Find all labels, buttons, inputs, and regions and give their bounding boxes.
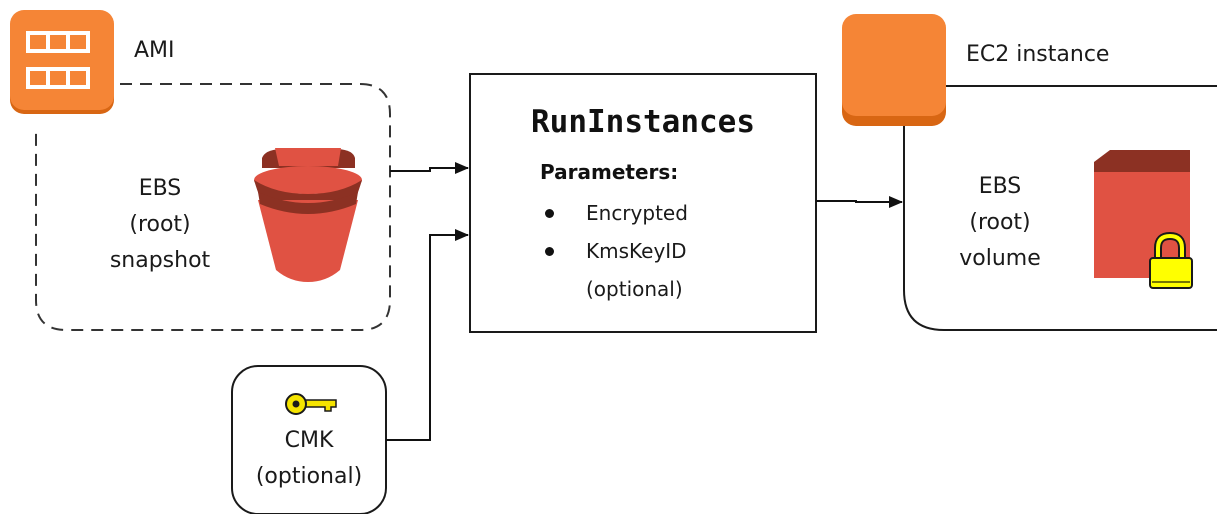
volume-line-1: EBS — [978, 174, 1022, 199]
cmk-line-2: (optional) — [255, 464, 363, 489]
connector-cmk-to-run — [386, 229, 469, 441]
volume-line-2: (root) — [969, 210, 1031, 235]
param-optional: (optional) — [586, 277, 683, 301]
run-instances-box — [469, 73, 817, 333]
snapshot-line-1: EBS — [138, 176, 182, 201]
ami-container — [35, 83, 391, 331]
ebs-snapshot-bucket-icon — [254, 148, 362, 282]
cmk-line-1: CMK — [284, 428, 334, 453]
key-icon — [285, 393, 337, 415]
bullet-kmskeyid — [545, 247, 554, 256]
bullet-encrypted — [545, 209, 554, 218]
parameters-label: Parameters: — [540, 160, 679, 184]
ami-icon — [10, 10, 114, 114]
ami-label: AMI — [134, 38, 175, 63]
param-encrypted: Encrypted — [586, 201, 688, 225]
snapshot-line-2: (root) — [129, 212, 191, 237]
volume-line-3: volume — [959, 246, 1041, 271]
run-instances-title: RunInstances — [531, 104, 755, 140]
connector-run-to-volume — [816, 196, 903, 208]
param-kmskeyid: KmsKeyID — [586, 239, 687, 263]
ec2-label: EC2 instance — [966, 42, 1110, 67]
snapshot-line-3: snapshot — [109, 248, 211, 273]
ec2-instance-icon — [842, 14, 946, 126]
lock-icon — [1149, 231, 1193, 289]
ec2-container — [903, 85, 1217, 331]
connector-snapshot-to-run — [390, 162, 469, 174]
